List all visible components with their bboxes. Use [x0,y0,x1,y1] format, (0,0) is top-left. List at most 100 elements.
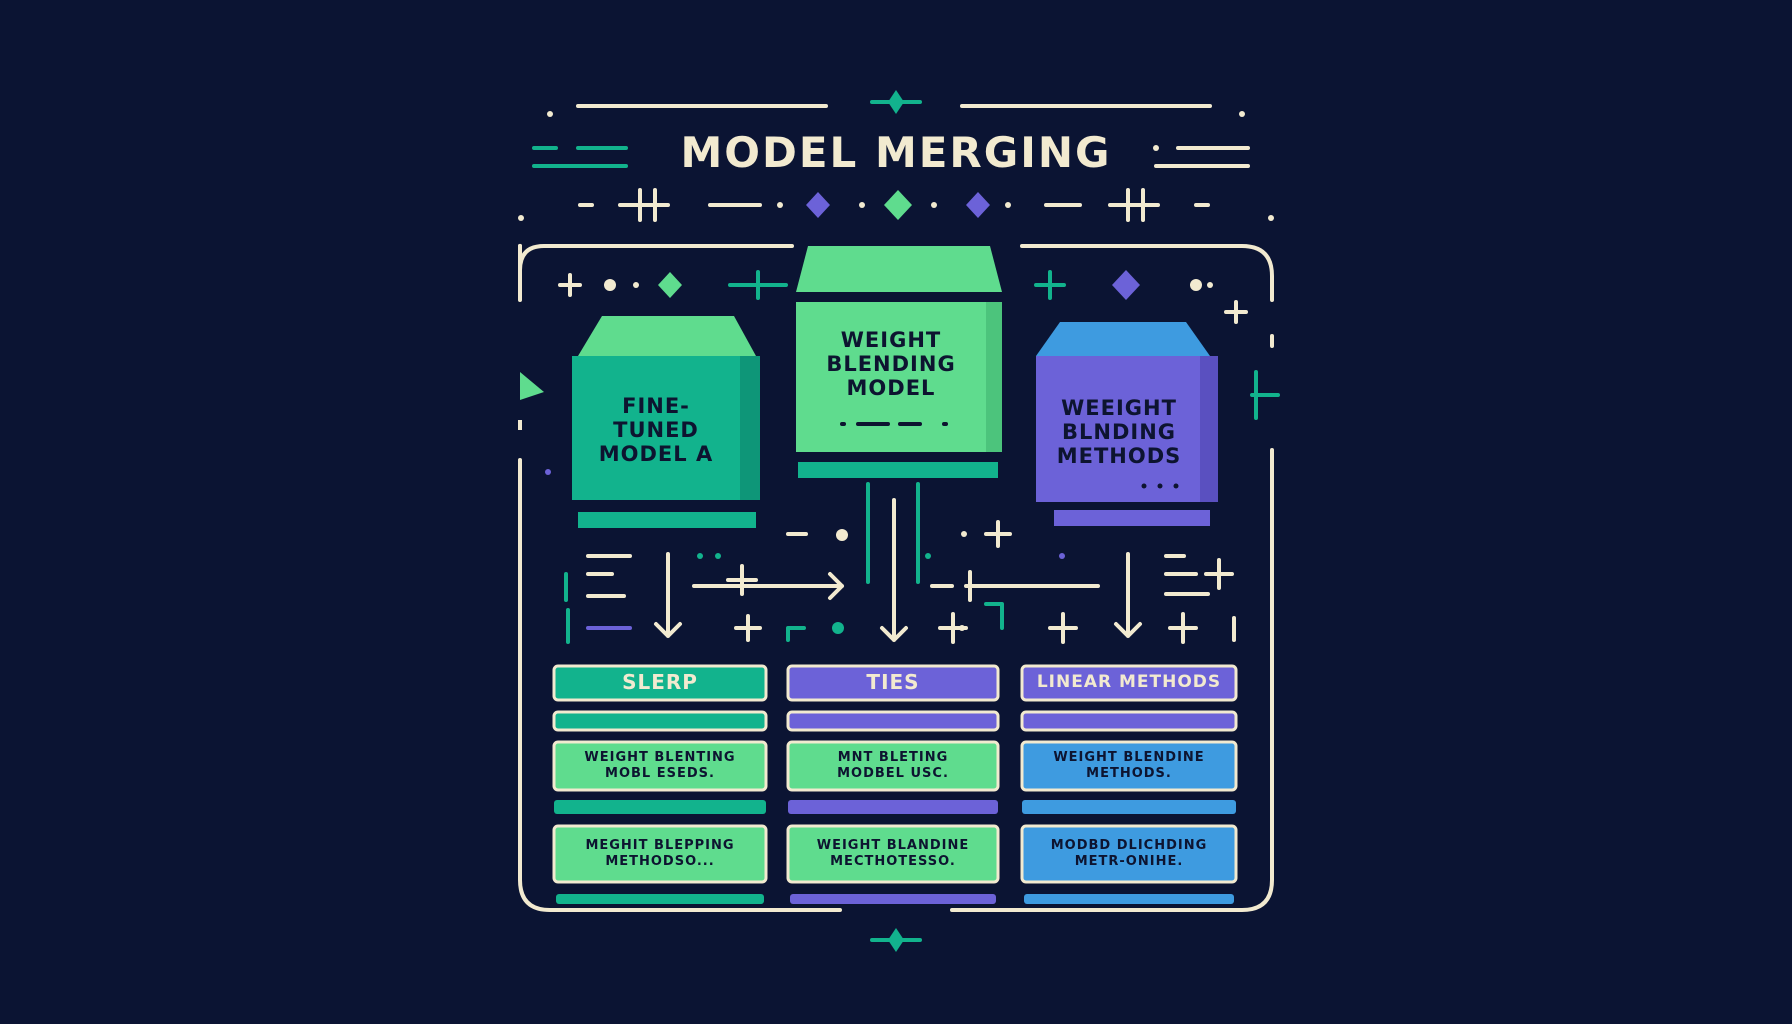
row-text-slerp-2: MEGHIT BLEPPING METHODSO... [554,838,766,870]
dot [547,111,553,117]
frame-bottom-right [950,448,1274,912]
row-line: MOBL ESEDS. [605,766,715,781]
frame-top-right [1020,244,1274,302]
card-weight-blending-methods [1036,322,1218,526]
row-box [1020,824,1238,884]
cream-dots [518,111,1274,221]
card-body [572,356,760,500]
dot [931,202,937,208]
method-header [552,664,768,702]
header-decor [576,104,1250,207]
method-column-ties [786,664,1000,904]
card-side [1200,356,1218,502]
row-box [786,824,1000,884]
frame-bottom-left [518,458,842,912]
deco-line [984,602,1004,630]
plus-icon [1034,270,1066,300]
plus-icon [1168,612,1198,644]
outer-frame [518,243,1274,912]
card-label-line: METHODS [1056,444,1182,468]
row-text-linear-2: MODBD DLICHDING METR-ONIHE. [1022,838,1236,870]
card-shadow [798,462,998,478]
card-label-line: FINE- [622,394,690,418]
row-line: METHODS. [1086,766,1172,781]
plus-icon [726,564,758,596]
row-line: MECTHOTESSO. [830,854,956,869]
dot [604,279,616,291]
row-box [786,740,1000,792]
row-line: MODBEL USC. [837,766,949,781]
card-fine-tuned-model-a [572,316,760,528]
card-body [1036,356,1218,502]
card-lid [1036,322,1210,356]
card-label-line: BLNDING [1061,420,1177,444]
ellipsis-dot [1157,483,1163,489]
teal-dots [697,553,931,634]
dot [1239,111,1245,117]
dot [859,202,865,208]
dot [836,529,848,541]
row-line: WEIGHT BLENTING [584,750,736,765]
inner-dots [604,279,1213,631]
card-label-line: WEEIGHT [1061,396,1177,420]
plus-icon [728,270,788,300]
diamond-mint-icon [658,272,682,298]
card-fine-tuned-model-a-label: FINE- TUNED MODEL A [572,394,740,466]
row-box [552,824,768,884]
dot [1207,282,1213,288]
method-header [1020,664,1238,702]
diamond-mint-icon [884,190,912,220]
divider-bar [556,894,764,904]
hash-icons [618,188,1160,222]
card-shadow [578,512,756,528]
dot [1005,202,1011,208]
divider-bar [1024,894,1234,904]
card-body [796,302,1002,452]
left-dashes [586,532,1210,598]
flow-arrows [654,498,1142,642]
deco-line [786,626,806,642]
card-label-line: MODEL [846,376,936,400]
hash-icon [618,188,670,222]
card-lid [796,246,1002,292]
row-text-linear-1: WEIGHT BLENDINE METHODS. [1022,750,1236,782]
divider-bar [554,800,766,814]
teal-diamonds [888,90,904,952]
dot [715,553,721,559]
row-line: MODBD DLICHDING [1050,838,1208,853]
method-header [786,664,1000,702]
dot [697,553,703,559]
divider-bar [790,894,996,904]
card-ellipsis [1141,483,1179,489]
method-label-ties: TIES [866,670,920,694]
card-weight-blending-model-label: WEIGHT BLENDING MODEL [796,328,986,400]
dot [832,622,844,634]
ellipsis-dot [1173,483,1179,489]
diamond-violet-icon [806,192,830,218]
dot [518,215,524,221]
arrow-right-icon [692,572,844,600]
dot [959,625,965,631]
ellipsis-dot [1141,483,1147,489]
plus-icon [558,273,582,297]
plus-icons [558,273,1248,644]
card-weight-blending-model [796,246,1002,478]
row-line: MNT BLETING [837,750,949,765]
diamond-icon [888,928,904,952]
triangle-icon [520,372,544,400]
row-line: METHODSO... [605,854,715,869]
row-line: WEIGHT BLENDINE [1053,750,1205,765]
card-shadow [1054,510,1210,526]
dot [545,469,551,475]
connector-line [964,570,1100,602]
method-label-linear: LINEAR METHODS [1036,672,1222,692]
row-line: WEIGHT BLANDINE [816,838,970,853]
frame-top-left [518,244,794,271]
arrow-down-icon [654,552,682,638]
plus-icon [1224,300,1248,324]
card-lid [578,316,756,356]
row-text-ties-1: MNT BLETING MODBEL USC. [788,750,998,782]
method-column-slerp [552,664,768,904]
diagram-title: MODEL MERGING [680,128,1112,177]
